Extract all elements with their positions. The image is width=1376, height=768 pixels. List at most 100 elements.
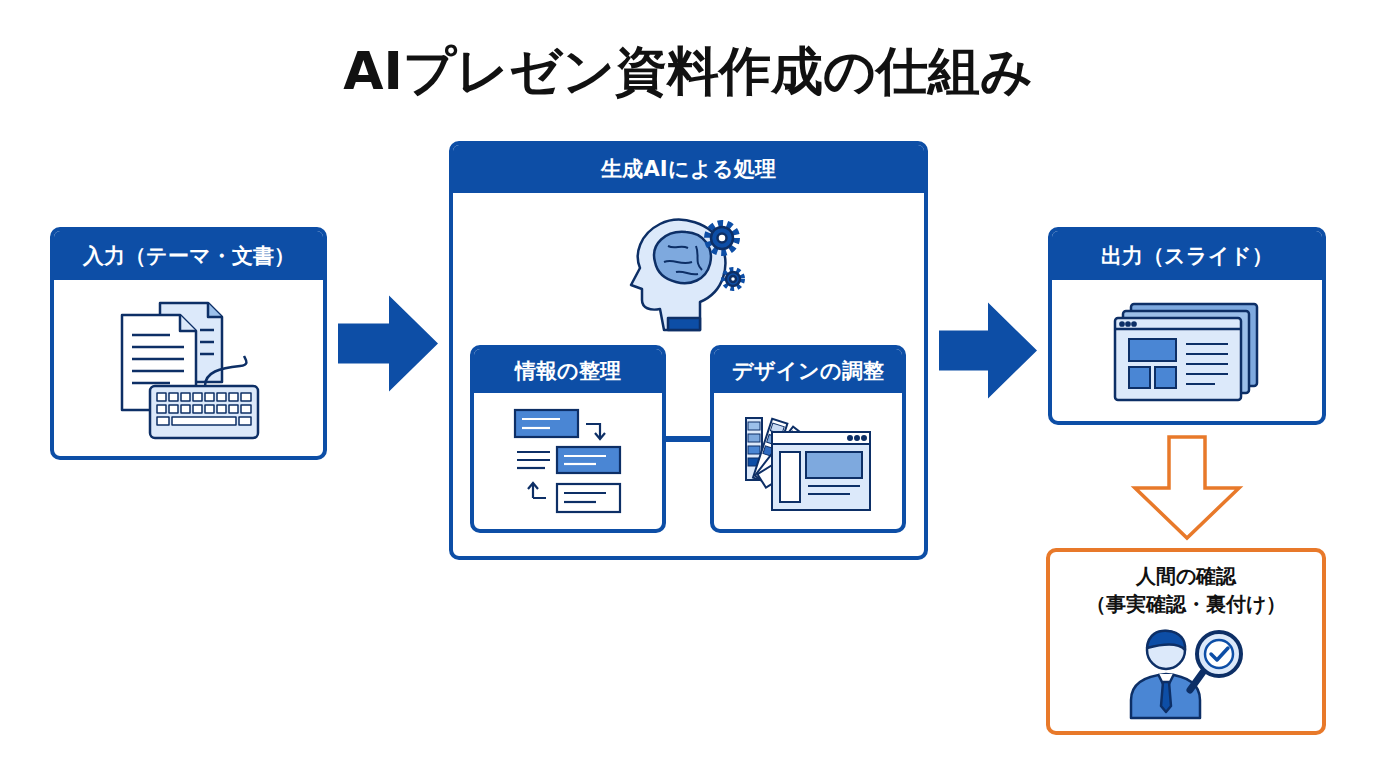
review-box: 人間の確認（事実確認・裏付け） (1046, 548, 1326, 735)
document-keyboard-icon-part-part (169, 393, 178, 401)
document-keyboard-icon-part (200, 329, 214, 332)
organize-icon-part (517, 459, 550, 461)
diagram-title: AIプレゼン資料作成の仕組み (0, 34, 1376, 108)
reviewer-icon-part (1147, 631, 1185, 669)
box-heading: 人間の確認 (1050, 562, 1322, 590)
design-icon (746, 418, 870, 510)
organize-icon (515, 410, 620, 512)
slides-icon-part (1132, 322, 1135, 325)
document-keyboard-icon-part (160, 303, 222, 382)
design-icon-part-part (767, 434, 781, 445)
document-keyboard-icon-part-part (217, 393, 226, 401)
reviewer-icon-part (1161, 682, 1171, 712)
organize-icon-part (517, 451, 550, 453)
organize-icon-part (522, 427, 550, 429)
process-step-box: 情報の整理 (470, 345, 666, 533)
document-keyboard-icon-part (132, 358, 184, 361)
output-box: 出力（スライド） (1048, 227, 1326, 425)
input-box: 入力（テーマ・文書） (50, 227, 327, 460)
document-keyboard-icon-part (122, 315, 196, 410)
document-keyboard-icon-part (205, 356, 247, 386)
reviewer-icon-part (1197, 632, 1241, 676)
document-keyboard-icon-part-part (241, 405, 251, 413)
organize-icon-part (528, 483, 546, 498)
document-keyboard-icon-part-part (193, 405, 202, 413)
ai-head-icon-part (711, 227, 733, 249)
document-keyboard-icon-part (132, 346, 184, 349)
slides-icon (1115, 304, 1257, 400)
ai-head-icon (631, 220, 742, 330)
ai-head-icon-part (730, 276, 736, 282)
box-subtext: （事実確認・裏付け） (1050, 590, 1322, 618)
design-icon-part (748, 458, 760, 466)
flow-arrow (939, 303, 1037, 399)
document-keyboard-icon-part (200, 353, 214, 356)
box-heading: 入力（テーマ・文書） (54, 231, 323, 280)
document-keyboard-icon-part-part (241, 393, 251, 401)
slides-icon-part (1186, 353, 1228, 355)
slides-icon-part (1129, 339, 1176, 361)
slides-icon-part (1129, 367, 1150, 388)
design-icon-part (755, 427, 806, 486)
design-icon-part-part (770, 423, 784, 434)
slides-icon-part (1131, 304, 1257, 386)
design-icon-part (780, 452, 800, 502)
box-heading: 生成AIによる処理 (453, 145, 924, 193)
document-keyboard-icon-part (157, 393, 251, 425)
connector-line (666, 436, 710, 442)
design-icon-part (862, 436, 866, 440)
document-keyboard-icon-part (132, 370, 184, 373)
document-keyboard-icon-part-part (157, 405, 166, 413)
organize-icon-part (522, 418, 560, 420)
organize-icon-part (564, 463, 596, 465)
design-icon-part-part (780, 440, 794, 454)
design-icon-part (748, 434, 760, 442)
ai-head-icon-part (631, 220, 725, 330)
document-keyboard-icon (122, 303, 258, 438)
design-icon-part-part (763, 446, 777, 457)
document-keyboard-icon-part (132, 382, 170, 385)
organize-icon-part (557, 447, 620, 473)
ai-head-icon-part (654, 232, 711, 283)
review-arrow (1135, 437, 1239, 538)
reviewer-icon-part (1211, 648, 1228, 660)
box-heading: 出力（スライド） (1052, 231, 1322, 280)
flow-arrow (338, 296, 438, 392)
ai-head-icon-part (708, 224, 736, 252)
organize-icon-part (515, 410, 578, 437)
design-icon-part (746, 418, 762, 480)
ai-head-icon-part (726, 272, 740, 286)
document-keyboard-icon-part-part (172, 417, 236, 425)
organize-icon-part (557, 484, 620, 512)
document-keyboard-icon-part-part (205, 393, 214, 401)
slides-icon-part (1120, 322, 1123, 325)
design-icon-part (806, 452, 862, 478)
reviewer-icon-part (1147, 631, 1185, 650)
design-icon-part-part (787, 431, 801, 445)
process-step-box: デザインの調整 (710, 345, 906, 533)
document-keyboard-icon-part (150, 386, 258, 438)
document-keyboard-icon-part-part (229, 393, 238, 401)
slides-icon-part (1115, 328, 1241, 331)
design-icon-part-part (755, 427, 806, 486)
design-icon-part-part (753, 419, 787, 483)
box-heading: 情報の整理 (474, 349, 662, 393)
slides-icon-part (1186, 373, 1228, 375)
slides-icon-part (1186, 343, 1228, 345)
design-icon-part (772, 432, 870, 510)
slides-icon-part (1186, 363, 1228, 365)
organize-icon-part (517, 467, 545, 469)
slides-icon-part (1186, 383, 1215, 385)
organize-icon-part (564, 501, 596, 503)
design-icon-part (748, 446, 760, 454)
document-keyboard-icon-part-part (193, 393, 202, 401)
organize-icon-part (586, 424, 605, 439)
document-keyboard-icon-part-part (157, 393, 166, 401)
document-keyboard-icon-part (208, 303, 222, 317)
slides-icon-part (1123, 311, 1249, 393)
ai-head-icon-part (664, 246, 702, 274)
reviewer-icon-part (1158, 674, 1174, 690)
box-text-stack: 人間の確認（事実確認・裏付け） (1050, 562, 1322, 618)
